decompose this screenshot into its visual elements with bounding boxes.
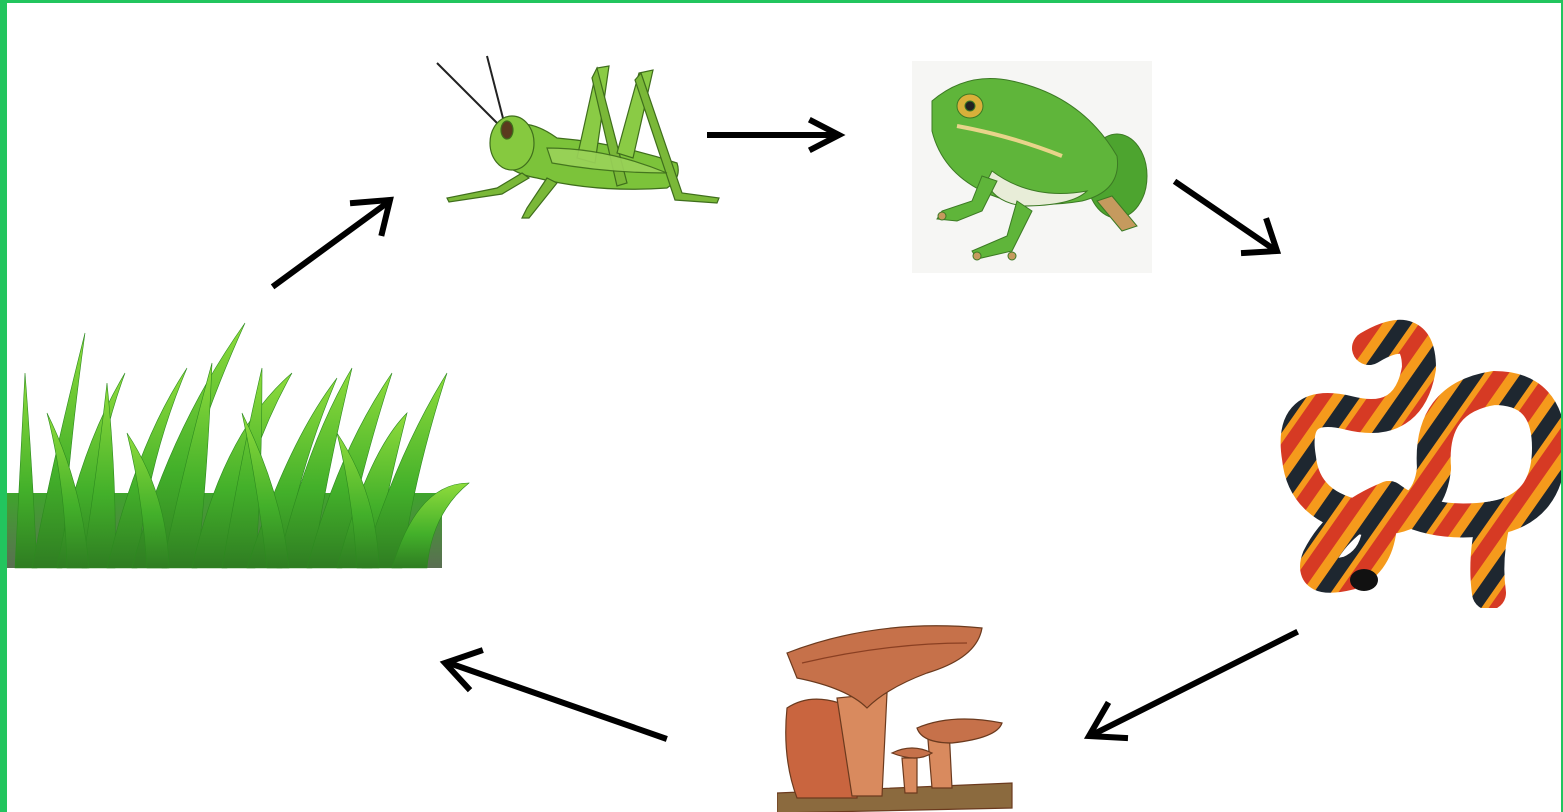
mushroom-icon — [777, 618, 1017, 812]
grasshopper-icon — [427, 48, 727, 228]
grass-icon — [7, 313, 477, 573]
arrow-mushroom-to-grass — [445, 651, 664, 738]
coral-snake-icon — [1279, 318, 1563, 608]
arrow-snake-to-mushroom — [1089, 633, 1295, 738]
arrow-grass-to-grasshopper — [275, 200, 390, 285]
arrow-frog-to-snake — [1177, 183, 1277, 253]
frog-icon — [912, 61, 1152, 273]
arrow-grasshopper-to-frog — [710, 121, 839, 149]
